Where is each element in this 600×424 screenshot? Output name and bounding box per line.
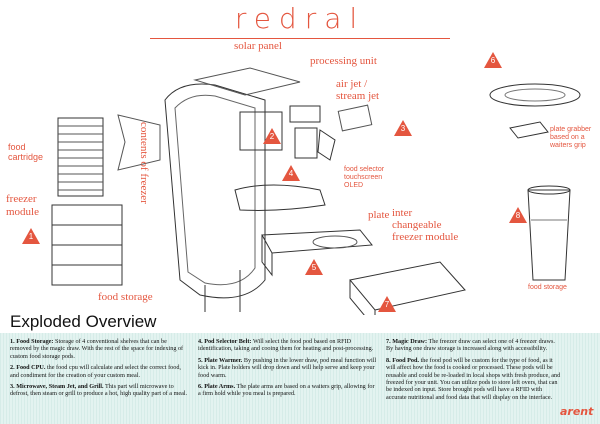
plate-grabber-label-3: waiters grip bbox=[550, 142, 586, 149]
freezer-module-sketch bbox=[51, 204, 123, 286]
marker-8: 8 bbox=[509, 207, 527, 223]
plate-sketch bbox=[489, 83, 581, 107]
solar-panel-sketch bbox=[193, 67, 301, 96]
page-title: redral bbox=[234, 2, 366, 35]
description-column-2: 4. Pod Selector Belt: Will select the fo… bbox=[198, 338, 378, 402]
marker-7: 7 bbox=[378, 296, 396, 312]
contents-of-freezer-label: contents of freezer bbox=[138, 122, 150, 204]
food-storage-bottom-label: food storage bbox=[98, 291, 153, 303]
description-8: 8. Food Pod. the food pod will be custom… bbox=[386, 356, 561, 401]
description-6: 6. Plate Arms. The plate arms are based … bbox=[198, 383, 375, 398]
description-3: 3. Microwave, Steam Jet, and Grill. This… bbox=[10, 383, 188, 398]
marker-1: 1 bbox=[22, 228, 40, 244]
plate-grabber-sketch bbox=[509, 121, 549, 139]
marker-6: 6 bbox=[484, 52, 502, 68]
main-unit-sketch bbox=[164, 83, 266, 312]
description-band bbox=[0, 333, 600, 424]
title-rule bbox=[150, 38, 450, 39]
food-cartridge-label-2: cartridge bbox=[8, 152, 44, 162]
food-cartridge-label-1: food bbox=[8, 142, 26, 152]
exploded-diagram bbox=[51, 67, 581, 315]
air-jet-label-1: air jet / bbox=[336, 78, 368, 90]
marker-3: 3 bbox=[394, 120, 412, 136]
solar-panel-label: solar panel bbox=[234, 40, 282, 52]
food-storage-right-label: food storage bbox=[528, 284, 567, 291]
description-2: 2. Food CPU. the food cpu will calculate… bbox=[10, 364, 181, 379]
freezer-module-label-2: module bbox=[6, 206, 39, 218]
marker-4: 4 bbox=[282, 165, 300, 181]
description-column-3: 7. Magic Draw: The freezer draw can sele… bbox=[386, 338, 562, 405]
food-selector-label-1: food selector bbox=[344, 166, 385, 173]
plate-label: plate bbox=[368, 209, 390, 221]
processing-unit-sketch bbox=[239, 105, 336, 161]
contents-arrow bbox=[117, 114, 161, 171]
food-pod-glass-sketch bbox=[527, 185, 571, 281]
freezer-drawer-sketch bbox=[349, 261, 466, 315]
description-column-1: 1. Food Storage: Storage of 4 convention… bbox=[10, 338, 190, 402]
marker-2: 2 bbox=[263, 128, 281, 144]
description-5: 5. Plate Warmer. By pushing in the lower… bbox=[198, 356, 377, 379]
processing-unit-label: processing unit bbox=[310, 55, 377, 67]
plate-warmer-sketch bbox=[261, 229, 373, 277]
freezer-module-label-1: freezer bbox=[6, 193, 37, 205]
food-selector-label-2: touchscreen bbox=[344, 174, 383, 181]
interchangeable-label-2: changeable bbox=[392, 219, 442, 231]
interchangeable-label-3: freezer module bbox=[392, 231, 459, 243]
description-7: 7. Magic Draw: The freezer draw can sele… bbox=[386, 338, 555, 353]
plate-grabber-label-2: based on a bbox=[550, 134, 585, 141]
exploded-overview-heading: Exploded Overview bbox=[10, 312, 157, 331]
plate-grabber-label-1: plate grabber bbox=[550, 126, 592, 133]
food-selector-label-3: OLED bbox=[344, 182, 364, 189]
marker-5: 5 bbox=[305, 259, 323, 275]
food-cartridge-sketch bbox=[57, 117, 104, 197]
description-1: 1. Food Storage: Storage of 4 convention… bbox=[10, 338, 184, 360]
arent-logo: arent bbox=[560, 405, 594, 418]
description-4: 4. Pod Selector Belt: Will select the fo… bbox=[198, 338, 374, 353]
food-pod-tray-sketch bbox=[337, 104, 373, 132]
interchangeable-label-1: inter bbox=[392, 207, 413, 219]
air-jet-label-2: stream jet bbox=[336, 90, 380, 102]
pod-selector-belt-sketch bbox=[234, 184, 326, 211]
